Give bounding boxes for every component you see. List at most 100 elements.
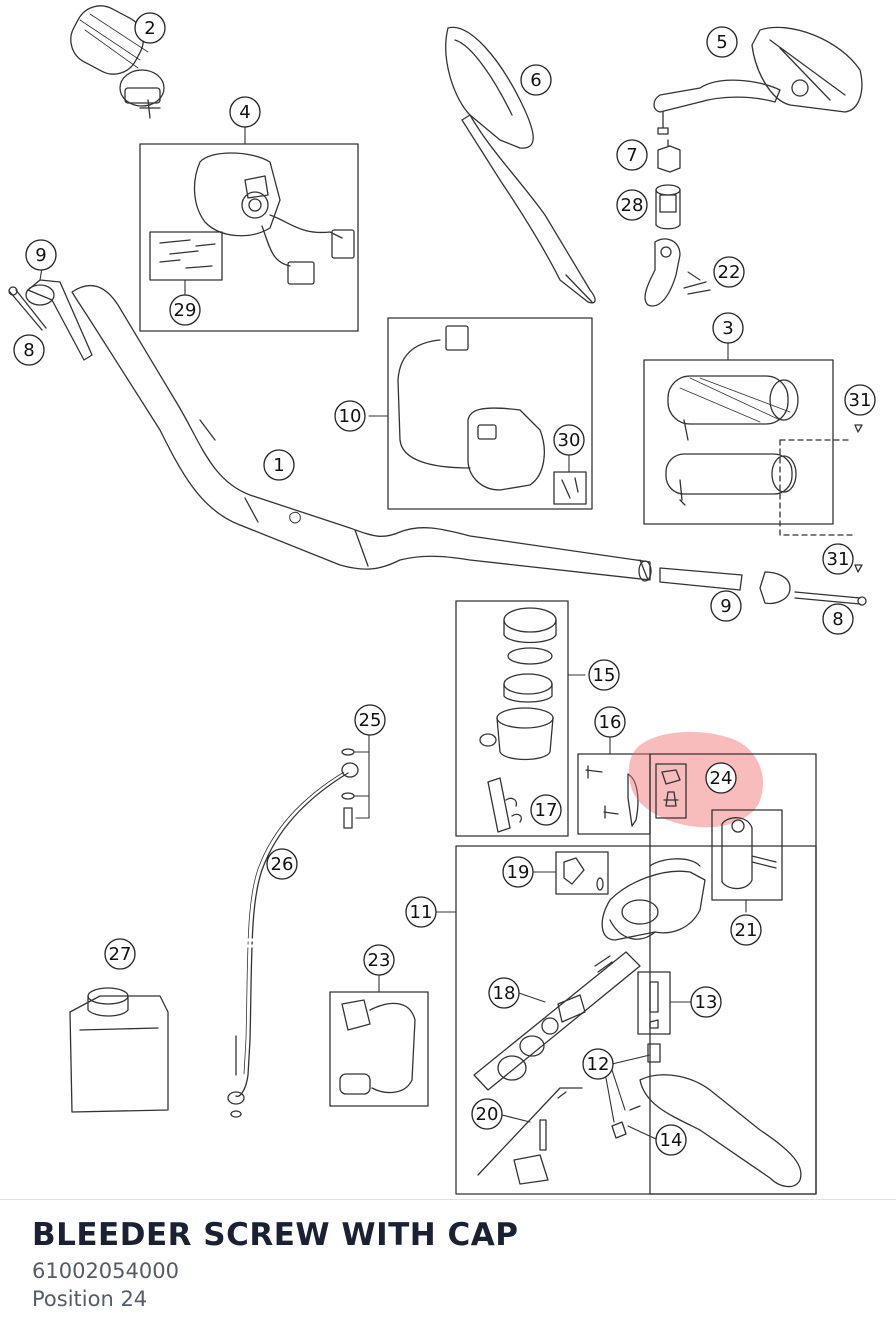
callout-labels: 1 2 3 4 5 6 7 8 8 9 9 10 11 12 13 14 15 … <box>23 18 871 1151</box>
callout-label: 2 <box>144 18 155 39</box>
callout-label: 22 <box>718 262 741 283</box>
handlebar[interactable] <box>71 284 652 582</box>
callout-28[interactable] <box>616 189 648 221</box>
callout-17[interactable] <box>530 794 562 826</box>
exploded-parts-diagram: 1 2 3 4 5 6 7 8 8 9 9 10 11 12 13 14 15 … <box>8 0 876 1195</box>
brake-light-switch-kit[interactable] <box>477 1087 583 1185</box>
callout-6[interactable] <box>520 64 552 96</box>
callout-19[interactable] <box>502 856 534 888</box>
mirror-clamp[interactable] <box>644 238 711 307</box>
callout-label: 20 <box>476 1104 499 1125</box>
left-grip[interactable] <box>62 0 165 119</box>
callout-label: 26 <box>271 854 294 875</box>
callout-13[interactable] <box>690 986 722 1018</box>
callout-label: 11 <box>410 902 433 923</box>
mirror-adapter[interactable] <box>655 184 681 230</box>
callout-31-top[interactable] <box>844 384 876 416</box>
callout-7[interactable] <box>616 139 648 171</box>
callout-label: 6 <box>530 70 541 91</box>
callout-9-right[interactable] <box>710 590 742 622</box>
part-number: 61002054000 <box>32 1259 179 1283</box>
callout-label: 18 <box>493 983 516 1004</box>
callout-25[interactable] <box>354 704 386 736</box>
callout-5[interactable] <box>706 26 738 58</box>
handlebar-clamp[interactable] <box>711 809 783 901</box>
brake-lever[interactable] <box>611 1043 802 1188</box>
sensor-cable[interactable] <box>329 991 429 1107</box>
callout-label: 12 <box>587 1054 610 1075</box>
callout-label: 9 <box>35 245 46 266</box>
brake-line[interactable] <box>227 762 359 1105</box>
callout-label: 7 <box>626 145 637 166</box>
callout-16[interactable] <box>594 706 626 738</box>
callout-label: 25 <box>359 710 382 731</box>
piston-repair-kit[interactable] <box>473 951 641 1091</box>
callout-label: 13 <box>695 992 718 1013</box>
callout-label: 4 <box>239 102 250 123</box>
callout-label: 31 <box>849 390 872 411</box>
callout-label: 15 <box>593 665 616 686</box>
callout-label: 8 <box>23 340 34 361</box>
callout-label: 10 <box>339 406 362 427</box>
part-title: BLEEDER SCREW WITH CAP <box>32 1217 519 1253</box>
callout-1[interactable] <box>263 449 295 481</box>
callout-21[interactable] <box>730 914 762 946</box>
part-info-panel: BLEEDER SCREW WITH CAP 61002054000 Posit… <box>32 1216 872 1313</box>
right-bar-end[interactable] <box>659 567 867 606</box>
part-position: Position 24 <box>32 1287 148 1311</box>
callout-9-left[interactable] <box>25 239 57 271</box>
left-mirror[interactable] <box>445 26 596 304</box>
callout-29[interactable] <box>169 294 201 326</box>
callout-12[interactable] <box>582 1048 614 1080</box>
callout-30[interactable] <box>553 424 585 456</box>
callout-label: 28 <box>621 195 644 216</box>
bleeder-screw-highlight <box>628 731 763 828</box>
callout-18[interactable] <box>488 977 520 1009</box>
brake-fluid-reservoir[interactable] <box>455 600 569 837</box>
callout-23[interactable] <box>363 944 395 976</box>
callout-31-bottom[interactable] <box>822 543 854 575</box>
banjo-washers[interactable] <box>230 748 355 1118</box>
callout-24[interactable] <box>705 762 737 794</box>
heated-grip-set[interactable] <box>643 359 863 573</box>
callout-4[interactable] <box>229 96 261 128</box>
callout-label: 17 <box>535 800 558 821</box>
lever-adjuster[interactable] <box>555 851 609 895</box>
lever-pivot-bolt[interactable] <box>637 971 671 1035</box>
callout-label: 3 <box>722 318 733 339</box>
callout-label: 8 <box>832 609 843 630</box>
callout-3[interactable] <box>712 312 744 344</box>
mirror-nut[interactable] <box>657 139 681 173</box>
callout-label: 14 <box>660 1130 683 1151</box>
left-switch-assembly[interactable] <box>139 143 359 332</box>
callout-8-left[interactable] <box>13 334 45 366</box>
right-switch-assembly[interactable] <box>387 317 593 510</box>
callout-label: 1 <box>273 455 284 476</box>
callout-label: 31 <box>827 549 850 570</box>
callout-8-right[interactable] <box>822 603 854 635</box>
callout-label: 24 <box>710 768 733 789</box>
callout-15[interactable] <box>588 659 620 691</box>
callout-label: 27 <box>109 944 132 965</box>
callout-20[interactable] <box>471 1098 503 1130</box>
callout-label: 5 <box>716 32 727 53</box>
leader-lines <box>39 125 747 1140</box>
callout-label: 19 <box>507 862 530 883</box>
callout-label: 29 <box>174 300 197 321</box>
callout-2[interactable] <box>134 12 166 44</box>
footer-divider <box>0 1199 896 1200</box>
brake-fluid-bottle[interactable] <box>69 987 169 1113</box>
callout-10[interactable] <box>334 400 366 432</box>
callouts <box>13 12 876 1156</box>
callout-label: 9 <box>720 596 731 617</box>
callout-11[interactable] <box>405 896 437 928</box>
brake-master-cylinder[interactable] <box>455 845 817 1195</box>
callout-26[interactable] <box>266 848 298 880</box>
callout-14[interactable] <box>655 1124 687 1156</box>
callout-label: 30 <box>558 430 581 451</box>
callout-22[interactable] <box>713 256 745 288</box>
right-mirror[interactable] <box>653 26 863 135</box>
callout-label: 23 <box>368 950 391 971</box>
callout-27[interactable] <box>104 938 136 970</box>
callout-label: 16 <box>599 712 622 733</box>
